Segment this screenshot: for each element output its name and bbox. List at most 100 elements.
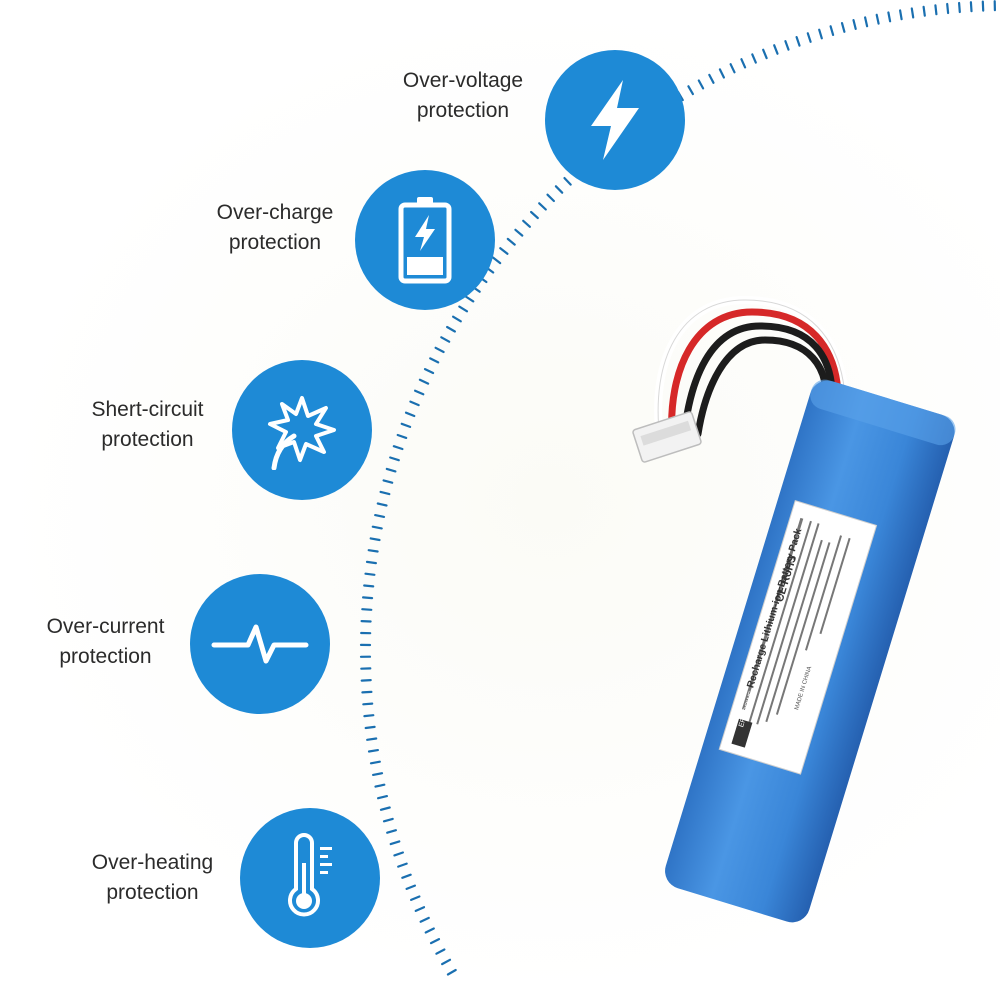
- arc-tick: [371, 525, 383, 530]
- arc-tick: [379, 806, 391, 811]
- arc-tick: [529, 210, 539, 220]
- arc-tick: [367, 549, 379, 553]
- arc-tick: [389, 456, 400, 462]
- arc-tick: [729, 63, 736, 74]
- arc-tick: [405, 884, 416, 891]
- arc-tick: [957, 1, 961, 14]
- lightning-bolt-icon: [591, 80, 639, 160]
- arc-tick: [554, 185, 564, 194]
- arc-tick: [367, 748, 379, 753]
- arc-tick: [697, 79, 705, 90]
- arc-tick: [452, 315, 462, 323]
- arc-tick: [440, 336, 451, 343]
- arc-tick: [446, 968, 457, 976]
- arc-tick: [818, 28, 823, 40]
- arc-tick: [773, 44, 779, 55]
- arc-tick: [514, 228, 524, 237]
- thermometer-icon: [288, 833, 332, 917]
- arc-tick: [922, 5, 926, 17]
- arc-tick: [546, 193, 556, 203]
- arc-tick: [418, 378, 430, 385]
- arc-tick: [404, 411, 416, 418]
- arc-tick: [563, 177, 572, 186]
- arc-tick: [423, 368, 435, 375]
- arc-tick: [360, 678, 372, 682]
- arc-tick: [362, 596, 374, 600]
- battery-wires: [654, 295, 849, 444]
- arc-tick: [377, 794, 388, 800]
- arc-tick: [429, 357, 440, 364]
- arc-tick: [366, 737, 378, 741]
- over-current-label: Over-current protection: [46, 615, 165, 668]
- arc-tick: [435, 948, 446, 955]
- arc-tick: [410, 895, 421, 902]
- current-pulse-icon: [211, 624, 309, 664]
- arc-tick: [382, 479, 394, 484]
- arc-tick: [372, 772, 384, 777]
- arc-tick: [458, 305, 469, 313]
- arc-tick: [385, 467, 397, 473]
- arc-tick: [364, 725, 376, 730]
- arc-tick: [400, 422, 412, 428]
- arc-tick: [946, 2, 950, 15]
- arc-tick: [829, 25, 835, 37]
- over-charge-label: Over-charge protection: [216, 201, 334, 254]
- arc-tick: [363, 714, 375, 718]
- arc-tick: [718, 68, 726, 79]
- arc-tick: [386, 829, 397, 834]
- arc-tick: [446, 325, 456, 333]
- arc-tick: [361, 608, 373, 611]
- arc-tick: [762, 48, 768, 60]
- arc-tick: [441, 958, 452, 966]
- arc-tick: [396, 433, 408, 439]
- arc-tick: [464, 295, 475, 303]
- arc-tick: [751, 53, 757, 64]
- arc-tick: [434, 346, 445, 354]
- arc-tick: [364, 572, 376, 576]
- arc-tick: [365, 560, 377, 565]
- arc-tick: [369, 760, 381, 765]
- arc-tick: [409, 400, 420, 407]
- arc-tick: [499, 247, 509, 255]
- arc-tick: [369, 537, 381, 542]
- arc-tick: [806, 32, 812, 43]
- arc-tick: [910, 7, 915, 19]
- arc-tick: [389, 840, 401, 846]
- arc-tick: [363, 584, 375, 588]
- over-charge-circle: [355, 170, 495, 310]
- battery-charging-icon: [398, 197, 452, 284]
- arc-tick: [898, 9, 903, 21]
- arc-tick: [414, 906, 426, 913]
- arc-tick: [374, 783, 386, 788]
- arc-tick: [424, 927, 435, 934]
- arc-tick: [414, 389, 425, 396]
- arc-tick: [382, 817, 394, 823]
- arc-tick: [376, 502, 388, 507]
- arc-tick: [374, 513, 386, 519]
- arc-tick: [852, 19, 857, 30]
- arc-tick: [361, 690, 373, 694]
- arc-tick: [887, 11, 892, 23]
- arc-tick: [401, 873, 412, 879]
- short-circuit-circle: [232, 360, 372, 500]
- arc-tick: [708, 73, 715, 84]
- arc-tick: [522, 219, 532, 228]
- arc-tick: [840, 22, 846, 33]
- arc-tick: [392, 445, 404, 451]
- arc-tick: [379, 490, 391, 496]
- battery-connector: [632, 411, 702, 463]
- short-circuit-label: Shert-circuit protection: [91, 398, 204, 451]
- over-heating-label: Over-heating protection: [91, 851, 214, 904]
- arc-tick: [687, 85, 695, 96]
- arc-tick: [492, 256, 502, 265]
- arc-tick: [863, 16, 869, 28]
- arc-tick: [795, 35, 801, 47]
- arc-tick: [419, 916, 430, 923]
- over-voltage-label: Over-voltage protection: [402, 69, 524, 122]
- arc-tick: [506, 237, 516, 246]
- arc-tick: [538, 202, 547, 211]
- arc-tick: [740, 58, 747, 69]
- arc-tick: [784, 39, 790, 51]
- arc-tick: [875, 13, 880, 25]
